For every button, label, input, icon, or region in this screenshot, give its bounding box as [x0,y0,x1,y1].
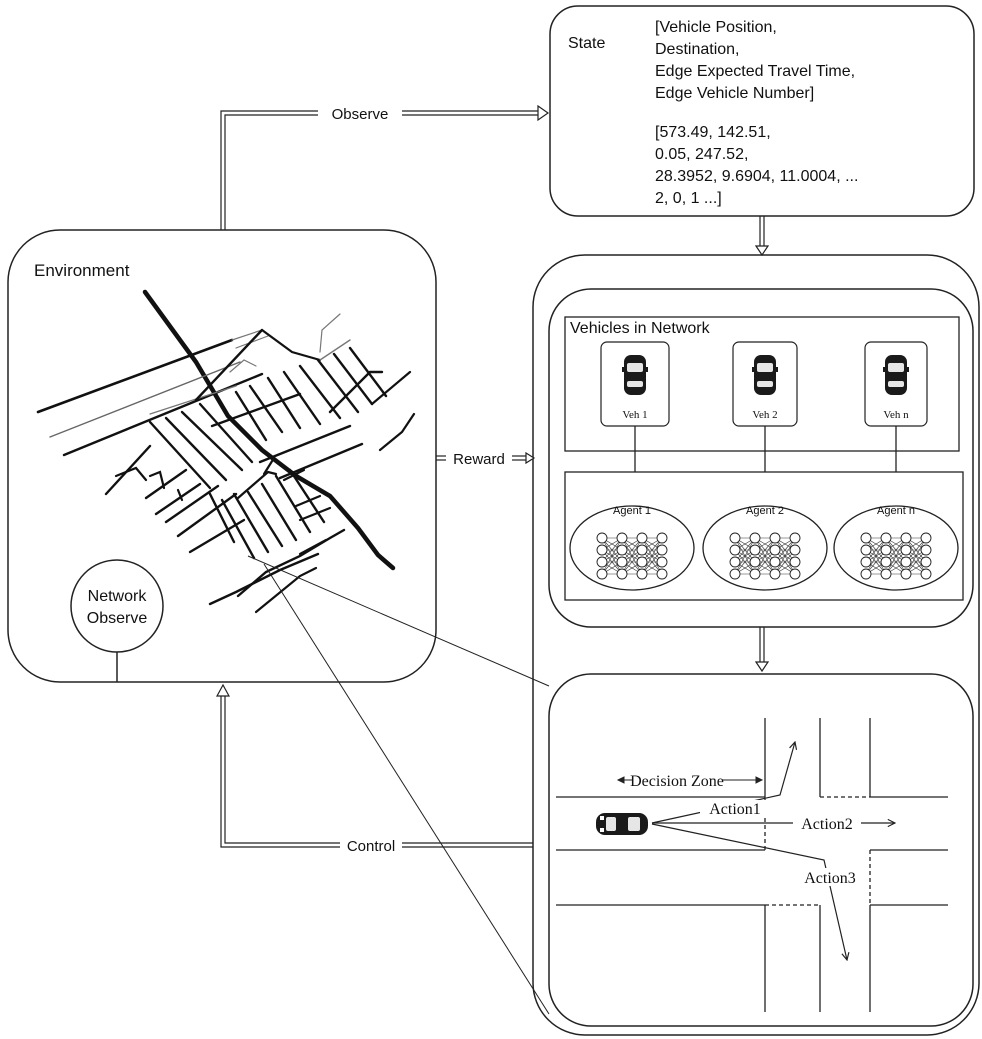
control-label: Control [347,838,395,855]
car-icon [622,355,648,395]
car-icon [883,355,909,395]
decision-zone-label: Decision Zone [630,773,724,790]
vehicle-card-2: Veh 2 [732,341,798,427]
agents-panel: Vehicles in Network Veh 1 Veh 2 [548,288,974,628]
state-panel: State [Vehicle Position, Destination, Ed… [549,5,975,217]
environment-panel: Environment [7,229,437,683]
control-arrow [215,683,533,848]
action1-label-bg [700,800,770,818]
action2-label-bg [793,815,861,833]
zoom-lines [247,555,550,1015]
reward-arrow [436,451,536,465]
decision-panel: Decision Zone Action1 Action2 Action3 [548,673,974,1027]
agent-1: Agent 1 [569,505,695,591]
neural-network-icon [729,532,801,580]
vehicle-label-1: Veh 1 [622,409,647,421]
state-feature-2: Edge Expected Travel Time, [655,63,855,80]
action1-label: Action1 [709,801,761,818]
vehicle-card-1: Veh 1 [600,341,670,427]
state-feature-0: [Vehicle Position, [655,19,777,36]
decision-zone-indicator [616,776,764,784]
agent-system-container [532,254,980,1036]
vehicle-label-n: Veh n [883,409,909,421]
state-to-agents-arrow [754,216,770,257]
car-icon [752,355,778,395]
vehicles-in-network-title: Vehicles in Network [570,320,711,337]
state-value-0: [573.49, 142.51, [655,124,771,141]
action3-label-bg [795,868,865,886]
agent-n: Agent n [833,505,959,591]
agent-label-1: Agent 1 [613,505,651,517]
state-feature-1: Destination, [655,41,740,58]
vehicle-card-n: Veh n [864,341,928,427]
neural-network-icon [596,532,668,580]
agent-2: Agent 2 [702,505,828,591]
state-value-2: 28.3952, 9.6904, 11.0004, ... [655,168,858,185]
road-network-map [36,289,416,614]
intersection-roads [556,718,948,1012]
state-feature-3: Edge Vehicle Number] [655,85,814,102]
agent-label-2: Agent 2 [746,505,784,517]
action3-label: Action3 [804,870,856,887]
agents-to-decision-arrow [754,627,770,673]
action2-label: Action2 [801,816,853,833]
network-observe-node: Network Observe [70,559,164,682]
reward-label: Reward [453,451,505,468]
neural-network-icon [860,532,932,580]
car-icon [596,813,648,835]
state-value-3: 2, 0, 1 ...] [655,190,722,207]
vehicle-label-2: Veh 2 [752,409,777,421]
network-observe-label-2: Observe [87,610,148,627]
environment-title: Environment [34,261,130,280]
state-title: State [568,35,605,52]
agent-label-n: Agent n [877,505,915,517]
observe-arrow [220,104,550,230]
state-value-1: 0.05, 247.52, [655,146,748,163]
observe-label: Observe [332,106,389,123]
network-observe-label-1: Network [88,588,148,605]
